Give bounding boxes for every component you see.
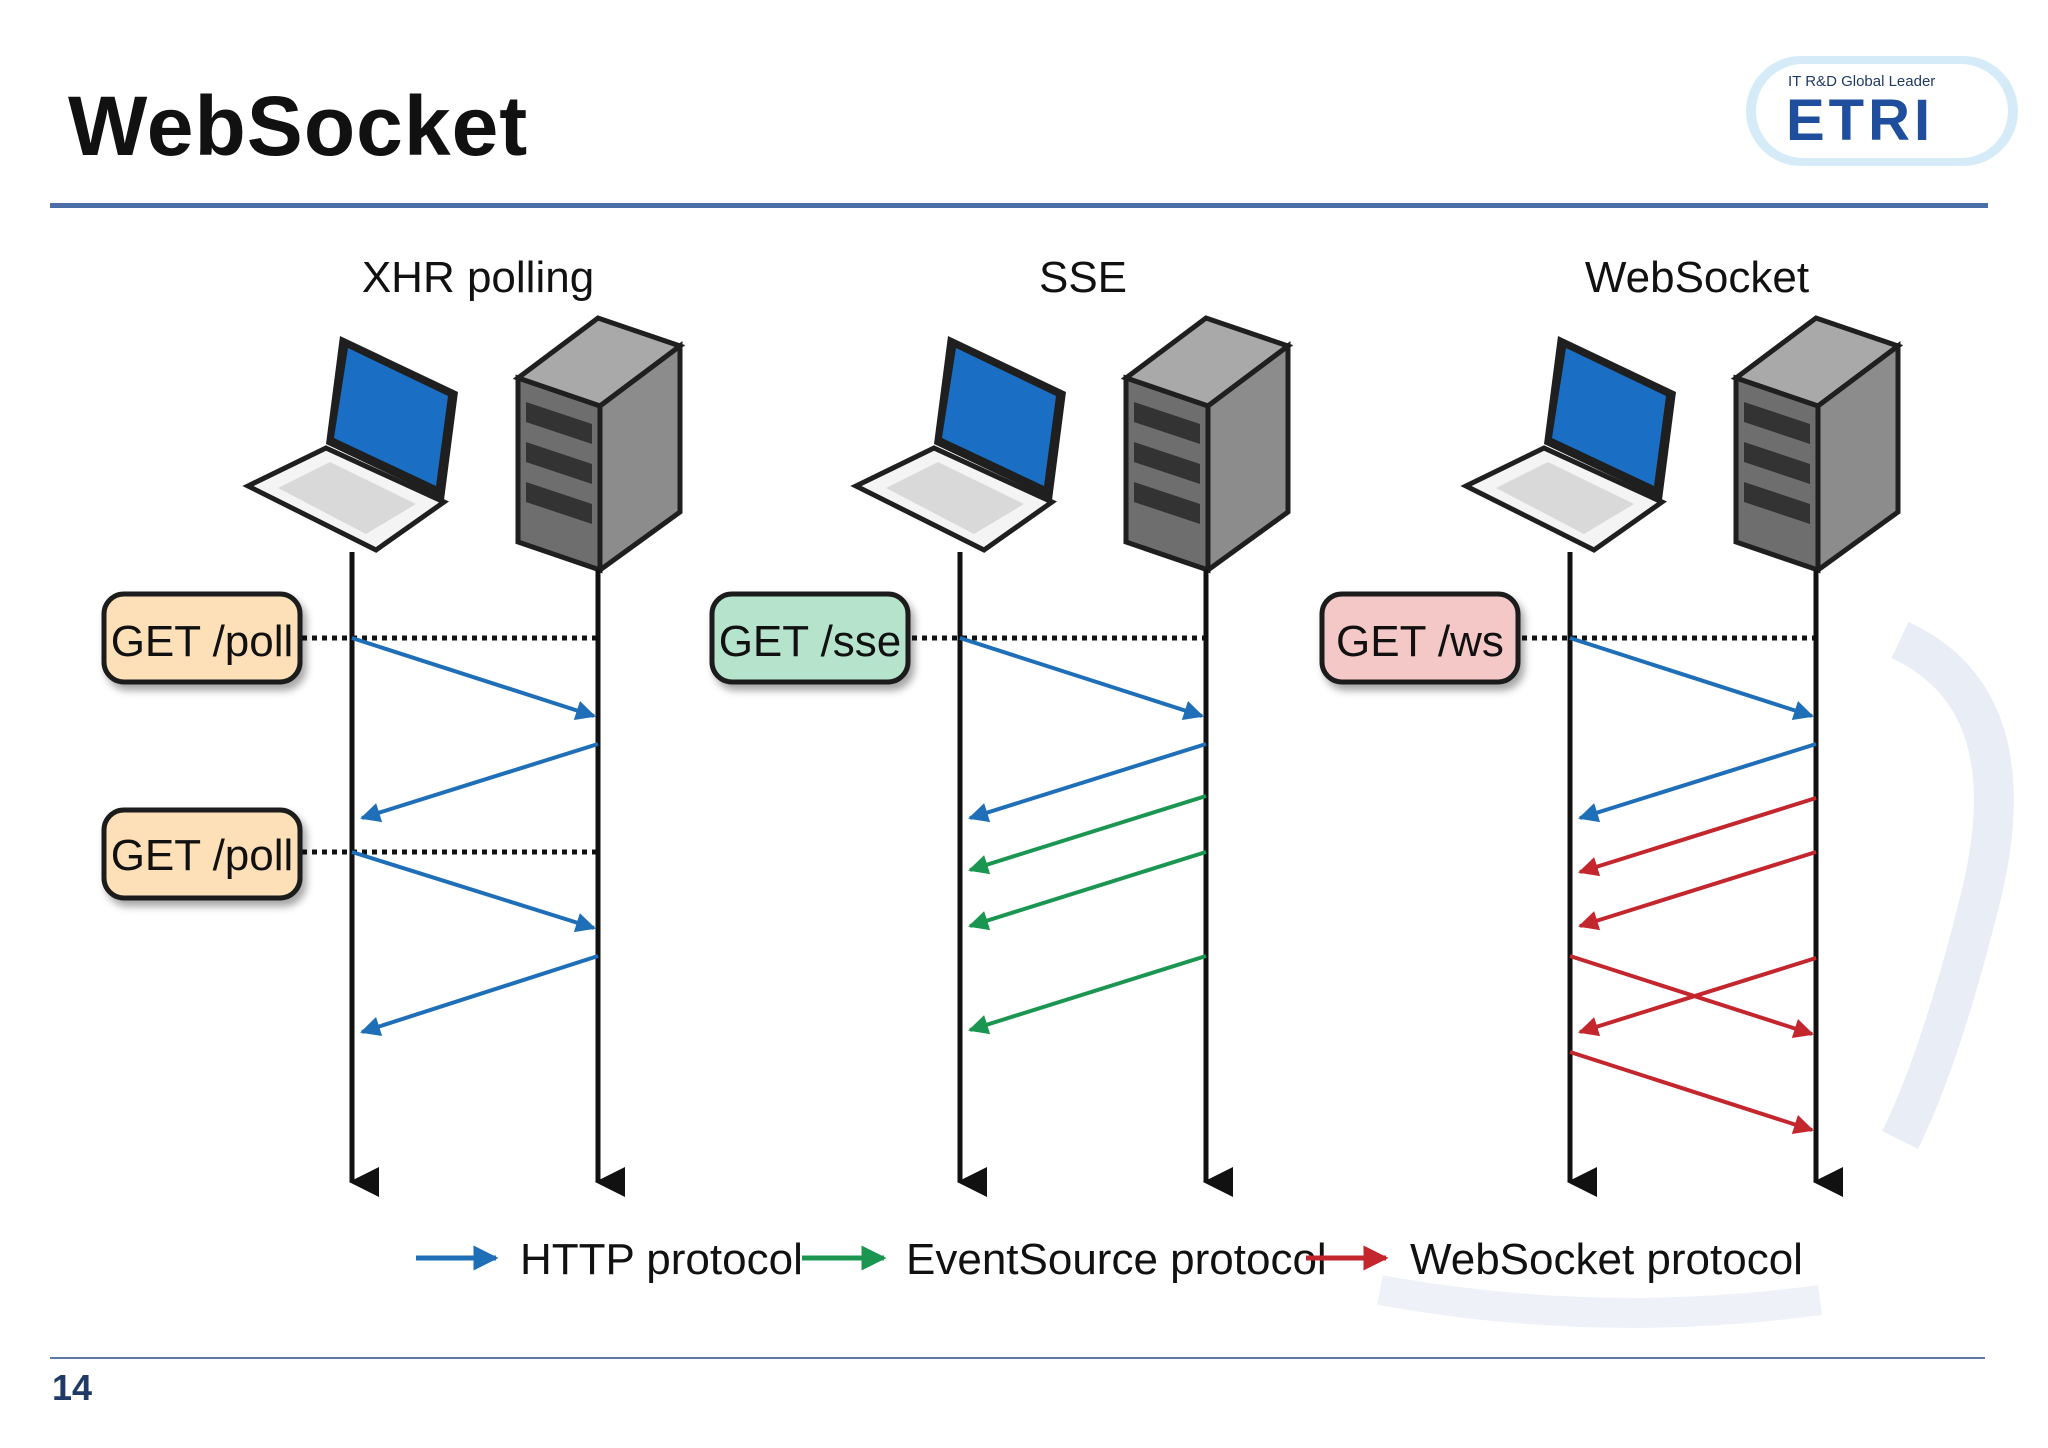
server-icon bbox=[1120, 315, 1294, 575]
title-divider bbox=[50, 203, 1988, 208]
column-title-xhr: XHR polling bbox=[362, 253, 594, 302]
request-badge-ws bbox=[1319, 591, 1521, 685]
etri-logo: IT R&D Global Leader ETRI bbox=[1746, 56, 2018, 166]
request-label-poll-1: GET /poll bbox=[111, 617, 294, 666]
legend-label-http: HTTP protocol bbox=[520, 1235, 803, 1284]
page-number: 14 bbox=[52, 1367, 93, 1408]
server-icon bbox=[1730, 315, 1904, 575]
request-label-ws: GET /ws bbox=[1336, 617, 1504, 666]
column-title-sse: SSE bbox=[1039, 253, 1127, 302]
footer-divider bbox=[50, 1357, 1985, 1359]
request-badge-poll-1 bbox=[101, 591, 303, 685]
legend-label-eventsource: EventSource protocol bbox=[906, 1235, 1327, 1284]
svg-text:IT R&D Global Leader: IT R&D Global Leader bbox=[1788, 73, 1935, 90]
column-title-websocket: WebSocket bbox=[1585, 253, 1809, 302]
svg-text:ETRI: ETRI bbox=[1786, 88, 1934, 153]
server-icon bbox=[512, 315, 686, 575]
laptop-icon bbox=[242, 336, 458, 553]
request-badge-sse bbox=[709, 591, 911, 685]
laptop-icon bbox=[850, 336, 1066, 553]
legend-label-websocket: WebSocket protocol bbox=[1410, 1235, 1803, 1284]
request-label-poll-2: GET /poll bbox=[111, 831, 294, 880]
slide-title: WebSocket bbox=[68, 79, 529, 173]
laptop-icon bbox=[1460, 336, 1676, 553]
request-label-sse: GET /sse bbox=[719, 617, 902, 666]
request-badge-poll-2 bbox=[101, 807, 303, 901]
